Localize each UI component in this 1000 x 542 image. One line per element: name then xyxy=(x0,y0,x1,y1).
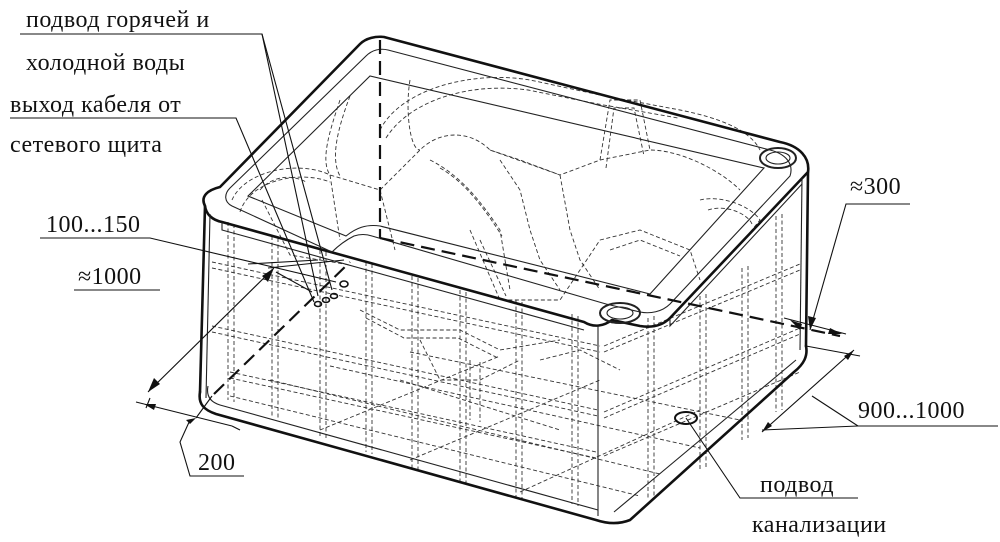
label-dim-length: ≈1000 xyxy=(78,264,142,290)
label-cable-line-1: выход кабеля от xyxy=(10,92,181,118)
annotation-labels: подвод горячей и холодной воды выход каб… xyxy=(10,7,965,538)
supply-fitting xyxy=(339,280,349,288)
label-dim-offset: ≈300 xyxy=(850,174,901,200)
label-drain-line-2: канализации xyxy=(752,512,887,538)
drain-opening xyxy=(674,411,698,425)
label-drain-line-1: подвод xyxy=(760,472,834,498)
reference-lines xyxy=(213,40,841,395)
back-corner-fitting xyxy=(759,147,797,169)
label-dim-edge: 200 xyxy=(198,450,236,476)
front-corner-fitting xyxy=(599,302,641,324)
dimension-lines xyxy=(10,33,998,499)
label-supply-line-2: холодной воды xyxy=(26,50,185,76)
label-cable-line-2: сетевого щита xyxy=(10,132,162,158)
corner-fittings xyxy=(313,147,797,425)
label-dim-height-range: 100...150 xyxy=(46,212,141,238)
hidden-frame-lines xyxy=(211,77,801,506)
label-dim-width-range: 900...1000 xyxy=(858,398,965,424)
label-supply-line-1: подвод горячей и xyxy=(26,7,210,33)
